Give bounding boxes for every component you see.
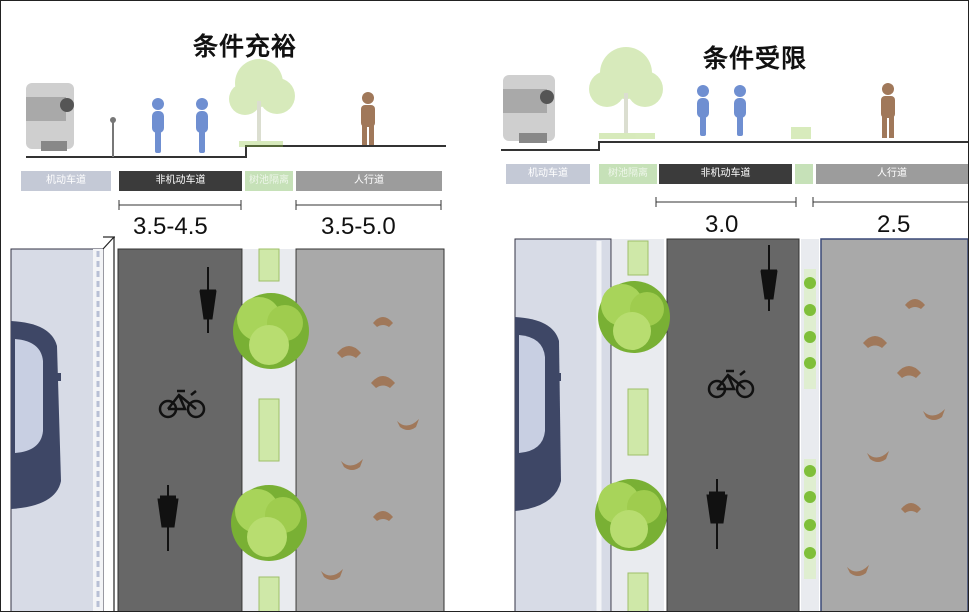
panel-title-right: 条件受限 [703,44,808,73]
strip-bike-lane-right: 非机动车道 [659,164,792,184]
pedestrian-top-icons-right [847,299,945,576]
tree-top-icon-right-1 [598,281,670,353]
cyclist-icon-right-2 [734,85,746,136]
strip-tree-right: 树池隔离 [599,164,657,184]
tree-top-icon-right-2 [595,479,667,551]
strip-sidewalk-right: 人行道 [816,164,968,184]
strip-sidewalk-left: 人行道 [296,171,442,191]
bicycle-side-icon-right [707,369,755,399]
dim-bike-lane-right: 3.0 [705,211,739,238]
bicycle-side-icon-left [158,389,206,419]
dim-sidewalk-right: 2.5 [877,211,911,238]
car-side-icon-left [26,83,74,151]
bicycle-top-icon-right-1 [760,245,778,311]
cyclist-icon-right-1 [697,85,709,136]
tree-side-icon-right [589,47,811,139]
car-top-icon-right [515,317,561,511]
cross-section-left [10,59,446,611]
cyclist-icon-left-2 [196,98,208,153]
shrub-dots-right [804,277,816,559]
pedestrian-top-icons-left [321,317,419,580]
cross-section-right [501,47,968,611]
panel-title-left: 条件充裕 [193,32,298,61]
tree-top-icon-left-1 [233,293,309,369]
cyclist-icon-left-1 [152,98,164,153]
tree-top-icon-left-2 [231,485,307,561]
dim-sidewalk-left: 3.5-5.0 [321,213,396,240]
strip-bike-lane-left: 非机动车道 [119,171,242,191]
bicycle-top-icon-right-2 [706,479,728,549]
strip-car-lane-right: 机动车道 [506,164,590,184]
car-side-icon-right [503,75,555,143]
bicycle-top-icon-left-1 [199,267,217,333]
car-top-icon-left [11,321,61,509]
strip-tree-left: 树池隔离 [245,171,293,191]
strip-separator-right [795,164,813,184]
bicycle-top-icon-left-2 [157,485,179,551]
pedestrian-icon-left [361,92,375,145]
strip-car-lane-left: 机动车道 [21,171,111,191]
pedestrian-icon-right [881,83,895,138]
dim-bike-lane-left: 3.5-4.5 [133,213,208,240]
tree-side-icon-left [229,59,295,147]
